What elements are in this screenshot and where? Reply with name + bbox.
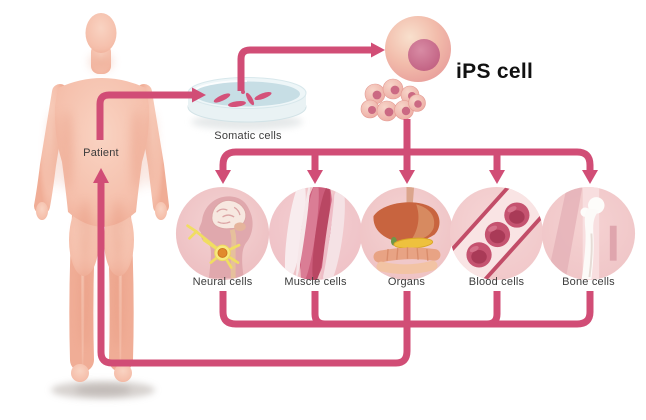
arrow-ips-to-tissues [215,119,598,184]
bone-cells-label: Bone cells [562,276,615,288]
arrow-dish-to-ips [237,42,385,91]
blood-cells-circle [448,185,545,282]
arrow-patient-to-dish [96,87,206,140]
muscle-fiber-icon [268,185,363,282]
organs-circle [358,185,455,282]
arrow-tissues-to-patient [93,168,594,367]
patient-label: Patient [83,147,119,159]
internal-organs-icon [359,186,454,281]
muscle-cells-label: Muscle cells [284,276,347,288]
brain-neuron-icon [175,186,270,281]
neural-cells-label: Neural cells [192,276,253,288]
bone-fragment [609,225,617,261]
ips-cell-nucleus [408,39,440,71]
neuron-nucleus [217,247,228,258]
somatic-cells-label: Somatic cells [214,130,282,142]
blood-cells-label: Blood cells [468,276,525,288]
intestines [373,247,441,274]
somatic-cells-icon [213,90,272,108]
ips-cell-label: iPS cell [456,60,534,83]
muscle-cells-circle [267,185,364,282]
red-blood-cell [484,221,511,248]
petri-dish-icon [187,77,307,130]
neural-cells-circle [174,185,271,282]
red-blood-cell [466,242,492,268]
red-blood-cell [504,202,530,228]
organs-label: Organs [387,276,426,288]
femur [580,197,605,280]
bone-cells-circle [540,185,637,282]
femur-bone-icon [541,186,636,281]
ips-cell-icon [385,16,451,82]
floor-shadow-core [75,385,131,395]
patient-figure-icon [34,13,169,399]
red-blood-cells-icon [449,186,544,281]
ips-cell-cluster-icon [360,78,426,122]
